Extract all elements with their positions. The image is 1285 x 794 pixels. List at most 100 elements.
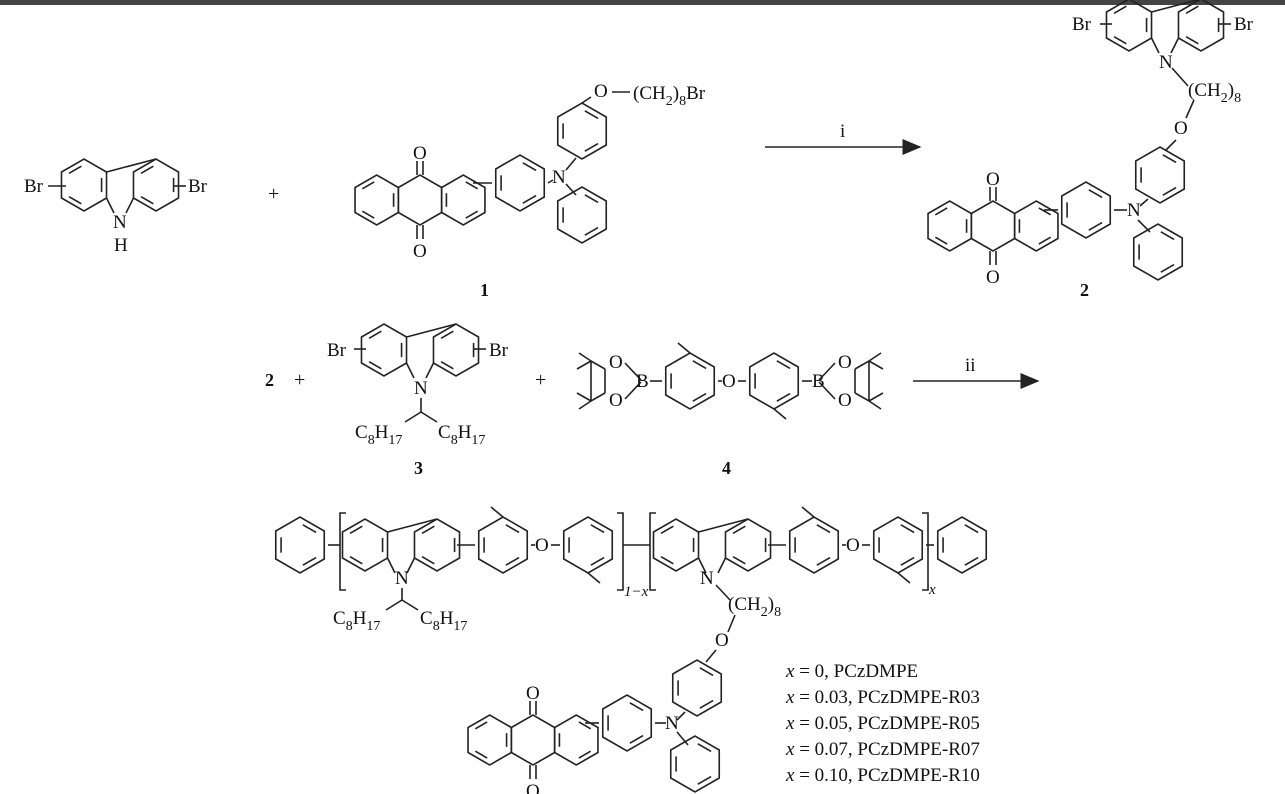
atom-br-right: Br [489, 340, 509, 361]
series-item: x = 0.10, PCzDMPE-R10 [785, 765, 980, 786]
bracket-right-1 [617, 512, 624, 591]
phenyl-ring [669, 735, 721, 793]
double-bond [1185, 35, 1199, 45]
double-bond [934, 236, 948, 245]
copolymer-structure: N C8H17 C8H17 O 1−x N (CH2)8 O [274, 506, 988, 794]
top-bar [0, 0, 1285, 5]
ring-outline [562, 516, 614, 574]
double-bond [361, 181, 375, 190]
series-item: x = 0.05, PCzDMPE-R05 [785, 713, 980, 734]
ring-outline [510, 714, 556, 766]
ring-outline [1060, 181, 1112, 239]
compound-label: 3 [414, 458, 423, 478]
alkyl-chain-label: (CH2)8Br [633, 83, 706, 109]
ring-outline [413, 518, 461, 572]
ring-outline [556, 186, 608, 244]
ring-outline [556, 102, 608, 160]
carbazole-core [60, 158, 180, 214]
step-label: ii [965, 355, 976, 376]
compound-label: 2 [1080, 280, 1089, 300]
double-bond [474, 721, 488, 730]
ring-outline [132, 158, 180, 212]
atom-o: O [594, 81, 608, 102]
atom-br-right: Br [1234, 14, 1254, 35]
pinacol-ring-left [576, 352, 642, 410]
double-bond [1113, 35, 1127, 45]
compound-1-structure: OO N O (CH2)8Br 1 [354, 81, 706, 300]
end-phenyl-right [936, 516, 988, 574]
carbazole-unit [341, 518, 461, 574]
ring-outline [601, 694, 653, 752]
bracket-right-2 [922, 512, 929, 591]
double-bond [1185, 5, 1199, 15]
double-bond [421, 525, 435, 535]
double-bond [699, 699, 714, 709]
double-bond [584, 142, 599, 152]
double-bond [934, 207, 948, 216]
atom-n: N [700, 568, 714, 589]
ring-outline [60, 158, 108, 212]
atom-h: H [114, 235, 128, 256]
phenylene-ring [494, 154, 546, 212]
double-bond [349, 555, 363, 565]
double-bond [1162, 186, 1177, 196]
pyrrole-bonds [1150, 0, 1201, 54]
double-bond [590, 556, 605, 566]
ring-outline [1134, 146, 1186, 204]
ring-outline [664, 352, 716, 410]
atom-b: B [636, 371, 649, 392]
phenyl-ring [556, 186, 608, 244]
pyrrole-bonds [697, 518, 749, 574]
double-bond [361, 210, 375, 219]
dibromocarbazole-structure: Br Br N H [24, 158, 208, 256]
alkyl-chain-label: (CH2)8 [1188, 80, 1241, 106]
atom-o: O [846, 535, 860, 556]
atom-n: N [113, 212, 127, 233]
double-bond [590, 524, 605, 534]
step-label: i [840, 121, 845, 142]
alkyl-label-right: C8H17 [438, 422, 485, 448]
ring-outline [652, 518, 700, 572]
carbazole-core [360, 323, 480, 379]
atom-o: O [526, 683, 540, 704]
reaction-arrow-ii: ii [913, 355, 1040, 389]
end-phenyl-left [274, 516, 326, 574]
carbazole-core [1105, 0, 1225, 54]
dioxaborolane-bonds [576, 352, 642, 410]
double-bond [692, 392, 707, 402]
ring-outline [397, 174, 443, 226]
double-bond [368, 330, 382, 340]
atom-n: N [665, 713, 679, 734]
aryl-ring [872, 516, 924, 574]
plus-sign-2: + [294, 369, 305, 391]
alkyl-label-left: C8H17 [355, 422, 402, 448]
ring-outline [788, 516, 840, 574]
dioxaborolane-bonds [818, 352, 884, 410]
double-bond [1088, 221, 1103, 231]
atom-n: N [1127, 200, 1141, 221]
aryl-ring-left [664, 352, 716, 410]
ring-outline [927, 200, 973, 252]
alkyl-chain-label: (CH2)8 [728, 594, 781, 620]
aryl-ring [788, 516, 840, 574]
alkyl-label-right: C8H17 [420, 608, 467, 634]
atom-o: O [535, 535, 549, 556]
atom-o: O [609, 390, 623, 411]
double-bond [578, 750, 592, 759]
atom-n: N [395, 568, 409, 589]
repeat-subscript: x [928, 582, 936, 598]
ring-outline [669, 735, 721, 793]
atom-n: N [1159, 52, 1173, 73]
double-bond [816, 524, 831, 534]
phenoxy-ring [1134, 146, 1186, 204]
compound-label: 4 [722, 458, 731, 478]
ring-outline [440, 174, 486, 226]
double-bond [368, 360, 382, 370]
atom-br-right: Br [188, 176, 208, 197]
double-bond [1088, 189, 1103, 199]
atom-br-left: Br [327, 340, 347, 361]
double-bond [1113, 5, 1127, 15]
ring-outline [936, 516, 988, 574]
phenylene-ring [601, 694, 653, 752]
pyrrole-bonds [386, 518, 438, 574]
